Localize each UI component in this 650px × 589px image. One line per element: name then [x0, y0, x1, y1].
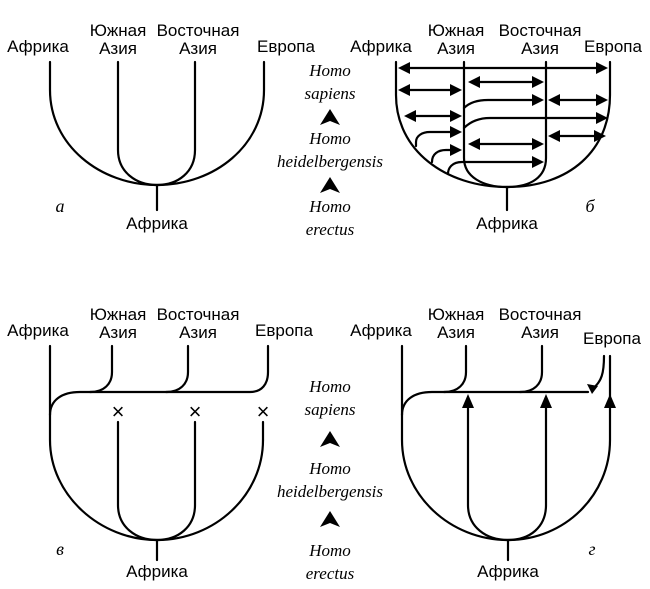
species-name-sapiens: sapiens: [305, 400, 356, 419]
admixture-arrow-south-asia: [462, 394, 474, 408]
panel-g-label-africa: Африка: [350, 321, 412, 340]
panel-g-inner-curve: [466, 404, 548, 542]
panel-b-label-east-asia-2: Азия: [521, 39, 559, 58]
panel-b-label-east-asia-1: Восточная: [499, 21, 582, 40]
admixture-arrow-europe: [604, 394, 616, 408]
panel-v-expansion-line: [48, 344, 270, 417]
gene-flow-arrow: [414, 130, 456, 148]
panel-g-label-east-asia-1: Восточная: [499, 305, 582, 324]
species-genus-sapiens: Homo: [308, 377, 351, 396]
panel-a: Африка Южная Азия Восточная Азия Европа …: [7, 21, 315, 233]
species-genus-heidelbergensis: Homo: [308, 129, 351, 148]
panel-b-label-africa: Африка: [350, 37, 412, 56]
panel-g-letter: г: [588, 539, 595, 559]
panel-g-label-south-asia-2: Азия: [437, 323, 475, 342]
species-name-sapiens: sapiens: [305, 84, 356, 103]
species-name-erectus: erectus: [306, 564, 355, 583]
panel-v-inner-curve: [116, 420, 197, 542]
panel-v-root-label: Африка: [126, 562, 188, 581]
panel-b-gene-flow-arrows: [398, 62, 608, 176]
panel-a-letter: а: [56, 196, 65, 216]
evolution-arrow-icon: [320, 431, 340, 447]
panel-g-label-east-asia-2: Азия: [521, 323, 559, 342]
admixture-arrow-east-asia: [540, 394, 552, 408]
panel-b-root-label: Африка: [476, 214, 538, 233]
panel-b: Африка Южная Азия Восточная Азия Европа: [350, 21, 642, 233]
panel-a-label-south-asia-2: Азия: [99, 39, 137, 58]
panel-v: Африка Южная Азия Восточная Азия Европа …: [7, 305, 313, 581]
extinction-mark-europe: ×: [257, 399, 270, 424]
gene-flow-arrow: [462, 116, 602, 130]
panel-v-label-africa: Африка: [7, 321, 69, 340]
species-genus-heidelbergensis: Homo: [308, 459, 351, 478]
panel-v-label-south-asia-2: Азия: [99, 323, 137, 342]
panel-a-label-africa: Африка: [7, 37, 69, 56]
panel-v-branch-south-asia: [88, 344, 114, 394]
panel-b-outer-curve: [394, 60, 612, 189]
panel-a-label-east-asia-2: Азия: [179, 39, 217, 58]
species-genus-erectus: Homo: [308, 197, 351, 216]
panel-v-label-europe: Европа: [255, 321, 313, 340]
evolution-arrow-icon: [320, 511, 340, 527]
species-genus-sapiens: Homo: [308, 61, 351, 80]
evolution-arrow-icon: [320, 177, 340, 193]
panel-g-branch-east-asia: [518, 344, 544, 394]
panel-a-label-east-asia-1: Восточная: [157, 21, 240, 40]
panel-a-label-europe: Европа: [257, 37, 315, 56]
panel-v-label-south-asia-1: Южная: [90, 305, 147, 324]
panel-b-label-south-asia-2: Азия: [437, 39, 475, 58]
panel-a-label-south-asia-1: Южная: [90, 21, 147, 40]
evolution-arrow-icon: [320, 109, 340, 125]
panel-a-root-label: Африка: [126, 214, 188, 233]
panel-v-branch-east-asia: [164, 344, 190, 394]
species-name-heidelbergensis: heidelbergensis: [277, 482, 383, 501]
panel-v-letter: в: [56, 539, 64, 559]
species-name-erectus: erectus: [306, 220, 355, 239]
species-genus-erectus: Homo: [308, 541, 351, 560]
panel-g-label-europe: Европа: [583, 329, 641, 348]
panel-g-branch-south-asia: [442, 344, 468, 394]
panel-a-inner-curve: [116, 60, 197, 187]
panel-g-expansion-line: [400, 390, 590, 417]
gene-flow-arrow: [430, 148, 456, 164]
panel-b-label-south-asia-1: Южная: [428, 21, 485, 40]
extinction-mark-south-asia: ×: [112, 399, 125, 424]
panel-g-branch-europe: [590, 354, 606, 391]
panel-b-label-europe: Европа: [584, 37, 642, 56]
species-sequence-top: Homo sapiens Homo heidelbergensis Homo e…: [277, 61, 383, 239]
species-name-heidelbergensis: heidelbergensis: [277, 152, 383, 171]
panel-g-root-label: Африка: [477, 562, 539, 581]
panel-v-label-east-asia-2: Азия: [179, 323, 217, 342]
panel-v-outer-curve: [48, 344, 265, 542]
extinction-mark-east-asia: ×: [189, 399, 202, 424]
panel-a-outer-curve: [48, 60, 266, 187]
panel-g-label-south-asia-1: Южная: [428, 305, 485, 324]
gene-flow-arrow: [446, 160, 538, 176]
species-sequence-bottom: Homo sapiens Homo heidelbergensis Homo e…: [277, 377, 383, 583]
panel-b-letter: б: [585, 196, 595, 216]
panel-g: Африка Южная Азия Восточная Азия Европа …: [350, 305, 641, 581]
panel-v-label-east-asia-1: Восточная: [157, 305, 240, 324]
gene-flow-arrow: [462, 98, 538, 110]
panel-g-outer-curve: [400, 344, 612, 542]
